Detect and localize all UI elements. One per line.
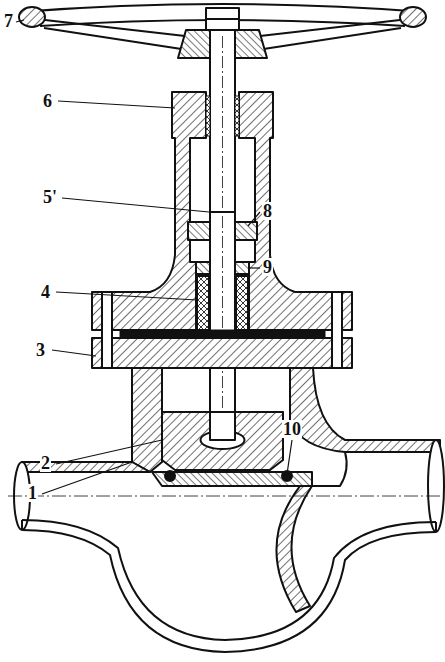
- callout-number: 7: [3, 12, 14, 30]
- gland: [196, 262, 210, 274]
- callout-number: 2: [40, 454, 51, 472]
- stem-nut: [188, 222, 210, 240]
- bonnet: [92, 92, 352, 330]
- callout-number: 8: [262, 202, 273, 220]
- callout-number: 6: [42, 92, 53, 110]
- callout-number: 1: [27, 484, 38, 502]
- disc: [162, 412, 283, 470]
- body-flange: [92, 338, 352, 368]
- seat: [152, 472, 312, 486]
- callout-number: 9: [262, 258, 273, 276]
- valve-body: [14, 368, 444, 652]
- leader-lines: [16, 20, 292, 494]
- callout-number: 5': [42, 188, 58, 206]
- gasket: [120, 330, 325, 338]
- callout-number: 10: [282, 420, 302, 438]
- callout-number: 4: [40, 283, 51, 301]
- callout-number: 3: [35, 341, 46, 359]
- packing: [197, 276, 209, 330]
